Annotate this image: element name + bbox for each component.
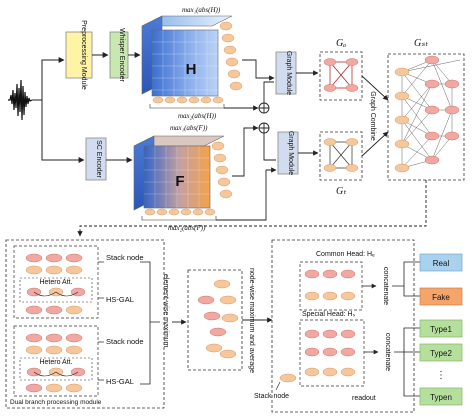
tensor-f-grid [144,146,210,208]
preprocessing-module: Preprocessing Module [65,20,93,90]
concat2-to-outputs [394,327,420,397]
graph-module-2: Graph Module [277,131,299,175]
common-head-label: Common Head: Hₑ [316,251,375,258]
concat1-to-outputs [392,261,420,297]
sum-node-2 [258,122,270,134]
f-bottom-bracket [141,216,217,221]
h-max-row [152,96,224,104]
output-type1-label: Type1 [430,325,452,334]
tensor-f: F [133,135,225,211]
nodewise-label: node-wise maximum and average [248,268,255,373]
common-head [299,261,363,311]
output-type1: Type1 [419,319,463,338]
graph-module-2-label: Graph Module [287,131,294,175]
tensor-h-label: H [186,61,197,78]
dual-branch-label: Dual branch processing module [10,399,102,406]
f-row-to-graph [216,167,277,221]
stack-node-1-text: Stack node [106,253,144,262]
graph-gst [387,53,465,181]
stack-node-2: Stack node [106,337,144,346]
hetero-att-1: Hetero Att. [39,279,72,286]
sc-label: SC Encoder [95,140,102,178]
elementwise-label: element-wise maximum [162,274,169,348]
tensor-f-label: F [175,173,184,190]
merge-bracket [140,261,160,385]
hsgal-branch-2 [13,325,99,397]
max-h-bottom: max₂(abs(H)) [178,112,217,120]
graph-module-1: Graph Module [275,51,297,95]
merged-nodes [187,269,243,371]
output-typen-label: Typen [430,393,452,402]
special-head [299,319,365,387]
ga-label: Gₐ [336,38,346,49]
concatenate-1: concatenate [382,267,389,305]
wave-branch-down [41,100,85,163]
h-col-to-graph [242,59,275,81]
hetero-att-2: Hetero Att. [39,359,72,366]
sum2-to-graph [263,132,276,161]
gst-label: Gₛₜ [414,38,429,49]
h-max-column [219,21,243,91]
output-fake-label: Fake [432,293,450,302]
output-fake: Fake [419,287,463,306]
output-real: Real [419,253,463,272]
whisper-label: Whisper Encoder [118,28,125,82]
max-f-top: max₁(abs(F)) [170,124,208,132]
graph-gt [319,131,363,181]
arrow-ga-to-combine [361,75,389,101]
graph-combine-label: Graph Combine [369,91,376,141]
readout-label: readout [352,395,376,402]
wave-branch-up [41,57,65,100]
output-type2: Type2 [419,343,463,362]
concatenate-2: concatenate [384,333,391,371]
output-real-label: Real [433,259,450,268]
sc-encoder: SC Encoder [85,137,107,181]
tensor-h-grid [152,30,218,96]
f-col-to-sum [232,125,259,177]
stack-node-bottom: Stack node [254,393,289,400]
f-max-row [144,208,216,216]
gst-to-bottom-arrow [77,180,427,237]
output-typen: Typen [419,387,463,406]
stack-node-bottom-arrow [275,381,281,391]
max-h-top: max₁(abs(H)) [182,6,221,14]
stack-node-bottom-icon [279,373,297,383]
special-head-label: Special Head: Hₛ [302,311,356,318]
whisper-encoder: Whisper Encoder [109,28,129,83]
max-f-bottom: max₂(abs(F)) [168,224,206,232]
stack-node-1: Stack node [106,253,144,262]
f-max-column [211,141,233,199]
stack-node-bottom-text: Stack node [254,393,289,400]
hsgal-branch-1 [13,245,99,319]
hsgal-2: HS-GAL [106,377,134,386]
preprocessing-label: Preprocessing Module [80,20,87,90]
graph-ga [319,51,363,101]
waveform-icon [8,79,33,121]
graph-module-1-label: Graph Module [285,51,292,95]
output-vdots: ⋮ [436,370,446,381]
tensor-h: H [141,15,233,97]
output-type2-label: Type2 [430,349,452,358]
arrow-gt-to-combine [361,131,389,157]
sum-node-1 [258,102,270,114]
sum1-to-graph [263,81,274,104]
hsgal-1: HS-GAL [106,295,134,304]
gt-label: Gₜ [336,186,347,197]
h-bottom-bracket [149,104,225,109]
